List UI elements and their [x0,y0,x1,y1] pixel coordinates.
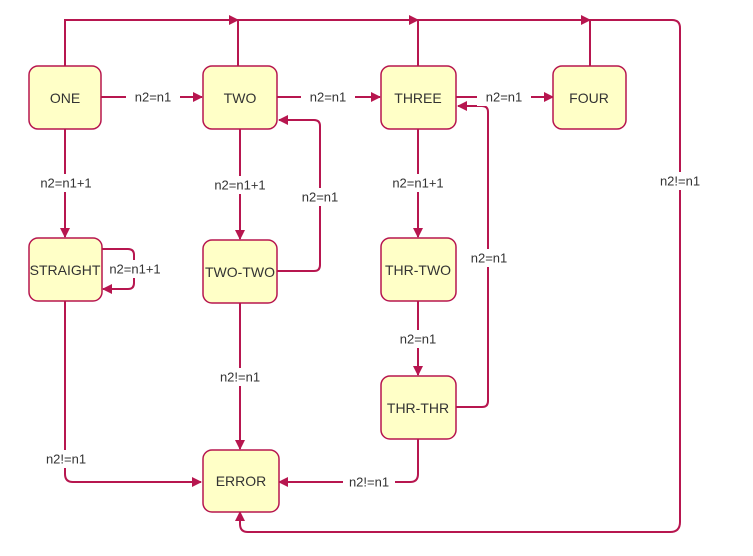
svg-text:TWO-TWO: TWO-TWO [205,264,275,280]
state-thr-two: THR-TWO [380,237,457,302]
svg-text:n2=n1: n2=n1 [135,90,172,105]
edge-label: n2=n1 [392,330,444,348]
edge-thrthr-error [278,439,419,487]
state-four: FOUR [552,65,627,130]
svg-text:n2!=n1: n2!=n1 [349,475,389,490]
svg-text:n2=n1: n2=n1 [471,251,508,266]
state-two: TWO [202,65,278,130]
svg-text:n2=n1: n2=n1 [310,90,347,105]
edge-label: n2=n1+1 [208,176,272,194]
state-straight: STRAIGHT [28,237,103,302]
svg-text:n2=n1+1: n2=n1+1 [40,176,91,191]
svg-text:n2=n1+1: n2=n1+1 [214,178,265,193]
state-thr-thr: THR-THR [380,375,457,440]
edge-label: n2=n1 [301,88,355,106]
edge-label: n2!=n1 [654,172,706,190]
edge-label: n2!=n1 [214,368,266,386]
edge-label: n2=n1 [126,88,180,106]
edge-label: n2=n1+1 [106,260,166,278]
state-one: ONE [28,65,102,130]
svg-text:THR-THR: THR-THR [387,400,449,416]
edge-straight-error [64,301,202,487]
top-bus-edge [64,15,681,533]
edge-label: n2=n1 [463,249,515,267]
svg-text:n2=n1+1: n2=n1+1 [392,176,443,191]
svg-text:n2=n1: n2=n1 [400,332,437,347]
svg-text:n2!=n1: n2!=n1 [46,452,86,467]
svg-text:STRAIGHT: STRAIGHT [30,262,101,278]
svg-text:n2=n1: n2=n1 [302,190,339,205]
svg-text:TWO: TWO [224,90,257,106]
state-two-two: TWO-TWO [202,239,278,304]
state-three: THREE [380,65,457,130]
edge-label: n2=n1 [477,88,531,106]
svg-text:n2!=n1: n2!=n1 [220,370,260,385]
svg-text:ONE: ONE [50,90,80,106]
edge-label: n2=n1 [294,188,346,206]
edge-label: n2!=n1 [343,473,395,491]
edge-label: n2=n1+1 [386,174,450,192]
svg-text:n2!=n1: n2!=n1 [660,174,700,189]
svg-text:n2=n1: n2=n1 [486,90,523,105]
state-error: ERROR [202,449,280,513]
svg-text:FOUR: FOUR [569,90,609,106]
edge-label: n2=n1+1 [34,174,98,192]
svg-text:n2=n1+1: n2=n1+1 [109,262,160,277]
svg-text:THREE: THREE [394,90,441,106]
svg-text:ERROR: ERROR [216,473,267,489]
edge-label: n2!=n1 [40,450,92,468]
svg-text:THR-TWO: THR-TWO [385,262,451,278]
